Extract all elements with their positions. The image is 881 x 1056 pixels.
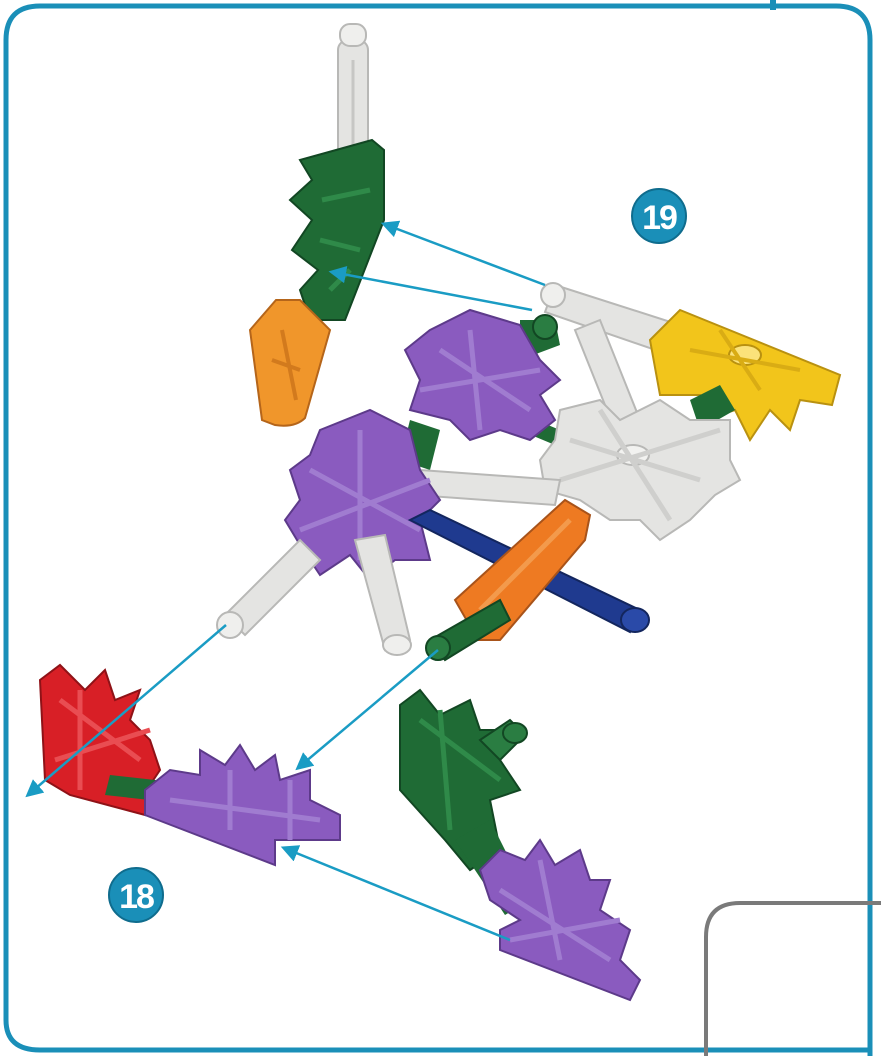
step-18-badge: 18 (108, 867, 164, 923)
white-gear (538, 398, 742, 542)
green-connector-top (288, 138, 385, 321)
step-18-parts (38, 663, 642, 1002)
step-19-badge: 19 (631, 188, 687, 244)
frame-tab (770, 0, 776, 10)
arrow-rod-to-green-upper (380, 220, 546, 287)
white-rod-right (540, 282, 682, 357)
purple-straight-connector (144, 743, 341, 867)
step-19-assembly (216, 23, 842, 662)
page-frame (3, 3, 873, 1056)
inset-box (704, 901, 881, 1056)
green-bent-connector (399, 688, 530, 915)
purple-bent-connector (478, 838, 642, 1002)
step-18-number: 18 (119, 878, 154, 916)
arrow-green-rod-to-purple (295, 649, 439, 771)
white-rod-down (353, 533, 412, 656)
purple-connector-upper (403, 308, 562, 442)
white-rod-lower-left (216, 538, 322, 639)
arrow-rod-to-red (25, 624, 227, 798)
arrow-purple-to-purple (280, 845, 511, 942)
assembly-arrows (25, 220, 546, 942)
orange-clip (248, 299, 332, 427)
arrow-rod-to-green-lower (328, 266, 533, 312)
step-19-number: 19 (642, 199, 677, 237)
